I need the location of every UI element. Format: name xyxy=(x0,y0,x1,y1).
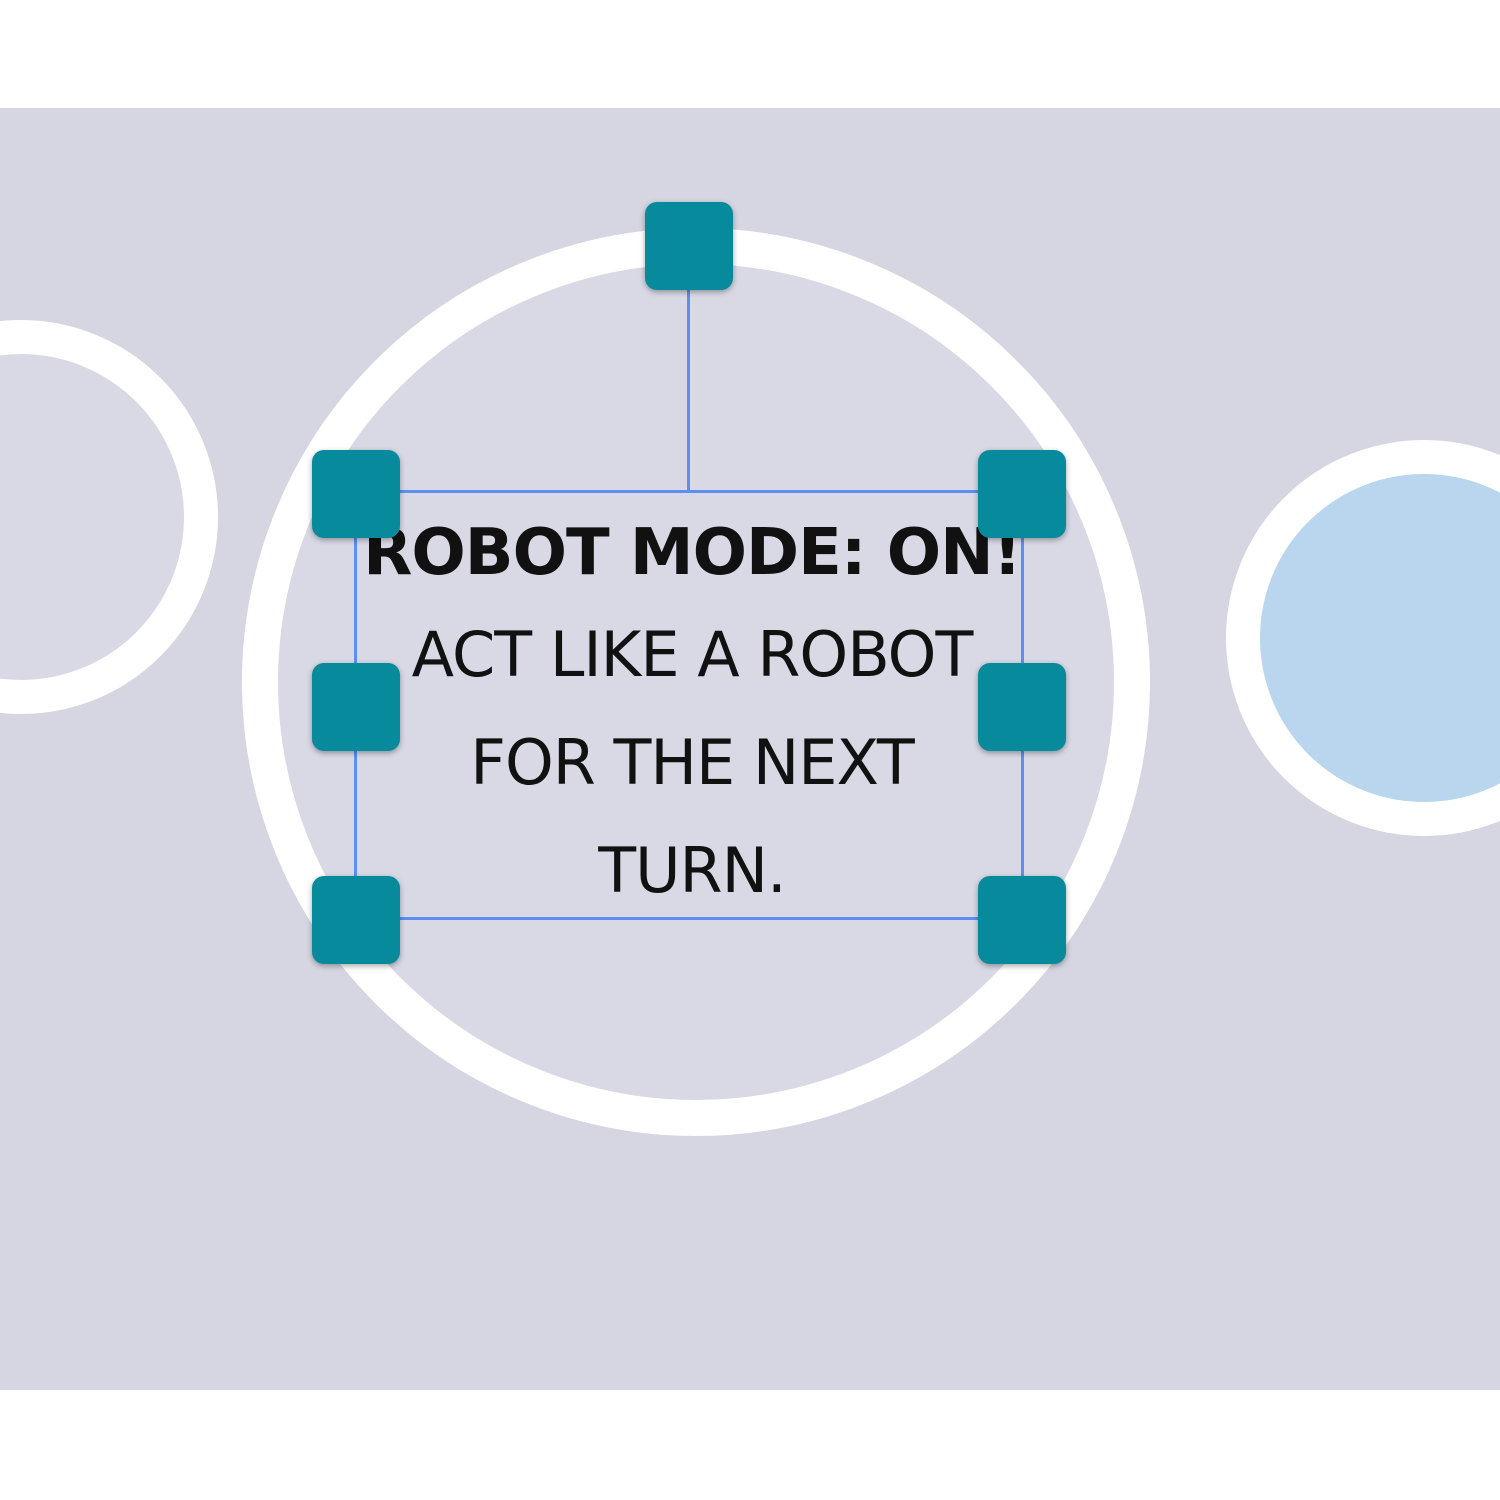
resize-handle-middle-right-icon[interactable] xyxy=(978,663,1066,751)
left-circle-shape[interactable] xyxy=(0,320,218,714)
resize-handle-bottom-right-icon[interactable] xyxy=(978,876,1066,964)
textbox-title: ROBOT MODE: ON! xyxy=(363,516,1022,590)
slide-canvas[interactable]: ROBOT MODE: ON! ACT LIKE A ROBOT FOR THE… xyxy=(0,108,1500,1390)
resize-handle-bottom-left-icon[interactable] xyxy=(312,876,400,964)
resize-handle-top-right-icon[interactable] xyxy=(978,450,1066,538)
rotate-handle-icon[interactable] xyxy=(645,202,733,290)
rotate-connector-line xyxy=(687,288,690,490)
textbox-content[interactable]: ROBOT MODE: ON! ACT LIKE A ROBOT FOR THE… xyxy=(337,505,1047,925)
textbox-line-1: ACT LIKE A ROBOT xyxy=(411,618,974,691)
right-circle-shape[interactable] xyxy=(1226,440,1500,836)
resize-handle-top-left-icon[interactable] xyxy=(312,450,400,538)
selected-textbox[interactable]: ROBOT MODE: ON! ACT LIKE A ROBOT FOR THE… xyxy=(354,490,1024,920)
textbox-line-3: TURN. xyxy=(598,834,786,907)
resize-handle-middle-left-icon[interactable] xyxy=(312,663,400,751)
textbox-line-2: FOR THE NEXT xyxy=(470,726,914,799)
